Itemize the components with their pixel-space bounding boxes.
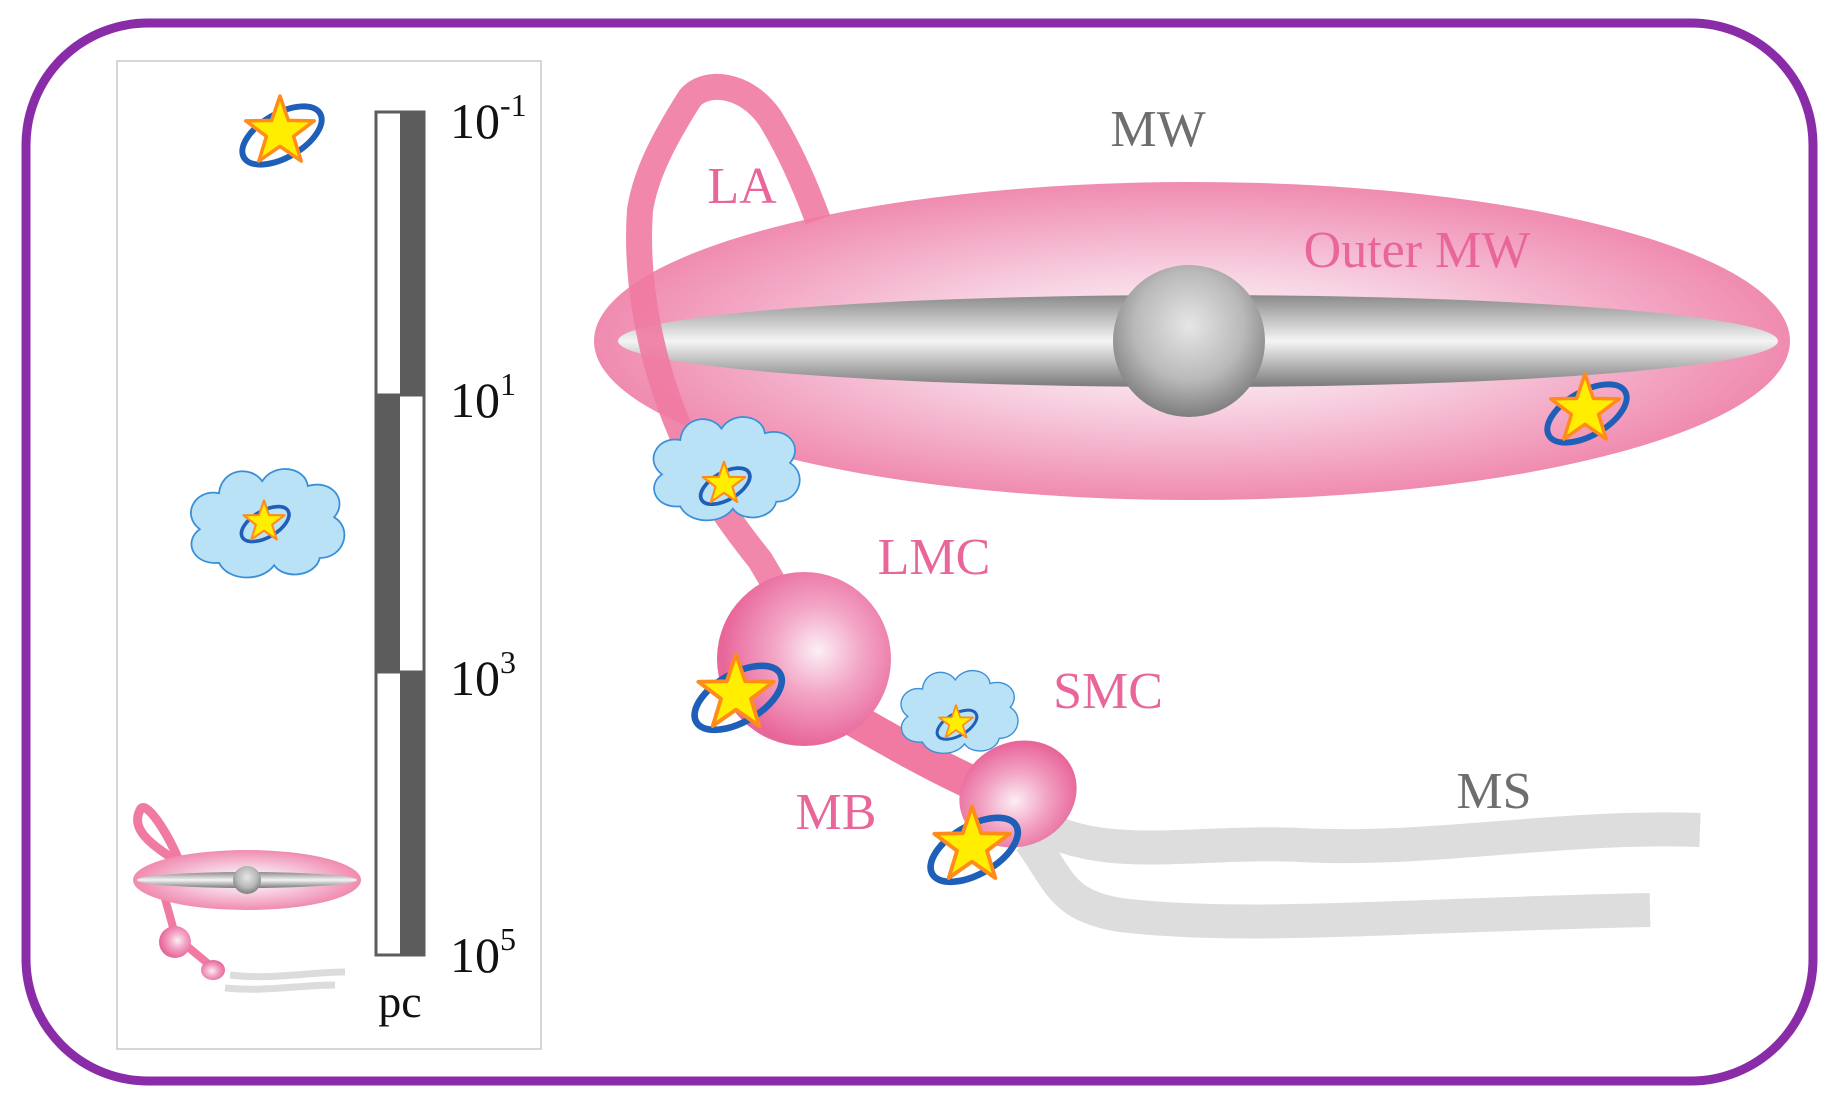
mb-label: MB xyxy=(796,784,877,841)
scale-tick-label: 105 xyxy=(450,921,516,983)
magellanic-stream xyxy=(1020,805,1701,865)
magellanic-stream xyxy=(1016,829,1651,939)
scale-unit-label: pc xyxy=(378,976,421,1027)
ms-label: MS xyxy=(1456,763,1531,820)
scale-tick-label: 103 xyxy=(450,644,516,706)
outer-mw-label: Outer MW xyxy=(1304,222,1531,279)
mw-label: MW xyxy=(1110,101,1205,158)
la-label: LA xyxy=(707,158,777,215)
smc-label: SMC xyxy=(1053,663,1163,720)
system-thumbnail-icon xyxy=(133,803,361,993)
scale-bar xyxy=(374,110,426,957)
scale-tick-label: 101 xyxy=(450,366,516,428)
legend-panel: 10-1 101 103 105 pc xyxy=(116,60,542,1050)
mw-bulge xyxy=(1113,265,1265,417)
scale-tick-label: 10-1 xyxy=(450,87,527,149)
milky-way xyxy=(594,182,1790,500)
lmc-galaxy xyxy=(717,572,891,746)
lmc-label: LMC xyxy=(878,529,991,586)
leading-arm-stream xyxy=(626,73,831,646)
